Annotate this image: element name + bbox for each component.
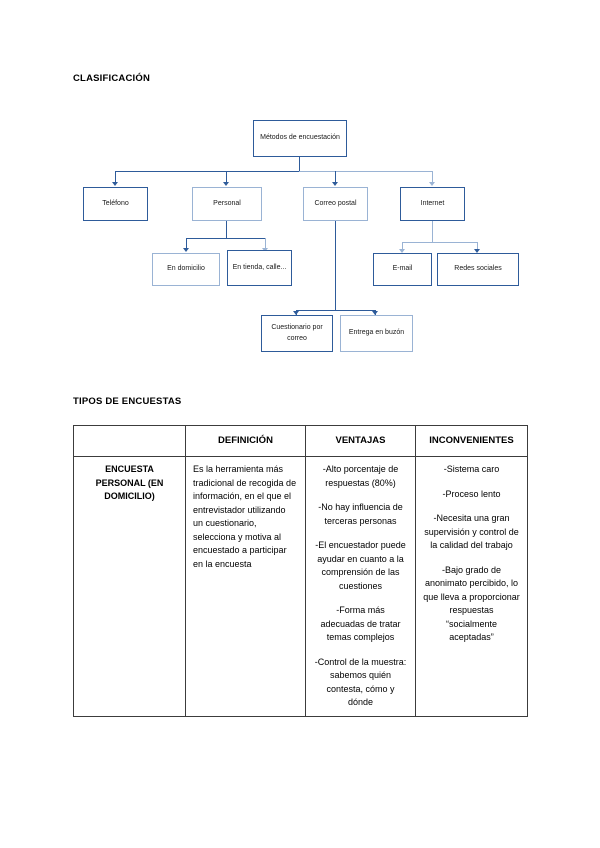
flow-node-en-tienda: En tienda, calle... bbox=[227, 250, 292, 286]
flow-node-en-domicilio: En domicilio bbox=[152, 253, 220, 286]
flow-node-internet: Internet bbox=[400, 187, 465, 221]
table-header-blank bbox=[73, 425, 186, 457]
arrow-email-icon bbox=[399, 249, 405, 253]
cell-definicion: Es la herramienta más tradicional de rec… bbox=[185, 456, 306, 717]
connector-personal-bus bbox=[186, 238, 266, 240]
connector-drop-telefono bbox=[115, 171, 117, 183]
connector-bus-left bbox=[115, 171, 300, 173]
flow-node-personal-label: Personal bbox=[213, 199, 241, 207]
arrow-correo-icon bbox=[332, 182, 338, 186]
flow-node-internet-label: Internet bbox=[420, 199, 445, 207]
table-header-definicion: DEFINICIÓN bbox=[185, 425, 306, 457]
connector-drop-correo bbox=[335, 171, 337, 183]
flow-node-root: Métodos de encuestación bbox=[253, 120, 347, 157]
flow-node-en-domicilio-label: En domicilio bbox=[167, 265, 205, 273]
flow-node-entrega-en-buzon-label: Entrega en buzón bbox=[348, 329, 405, 337]
survey-methods-flowchart: Métodos de encuestación Teléfono Persona… bbox=[0, 0, 600, 380]
connector-internet-stem bbox=[432, 221, 434, 243]
flow-node-correo-postal: Correo postal bbox=[303, 187, 368, 221]
tipos-de-encuestas-table: DEFINICIÓN VENTAJAS INCONVENIENTES ENCUE… bbox=[73, 425, 528, 717]
flow-node-redes-sociales: Redes sociales bbox=[437, 253, 519, 286]
flow-node-personal: Personal bbox=[192, 187, 262, 221]
flow-node-cuestionario-por-correo: Cuestionario por correo bbox=[261, 315, 333, 352]
connector-drop-internet bbox=[432, 171, 434, 183]
table-header-row: DEFINICIÓN VENTAJAS INCONVENIENTES bbox=[73, 425, 528, 457]
table-header-inconvenientes: INCONVENIENTES bbox=[415, 425, 528, 457]
connector-drop-personal bbox=[226, 171, 228, 183]
inconveniente-item: -Sistema caro bbox=[443, 464, 500, 474]
arrow-cuestionario-icon bbox=[293, 311, 299, 315]
arrow-domicilio-icon bbox=[183, 248, 189, 252]
connector-drop-email bbox=[402, 242, 404, 250]
cell-ventajas: -Alto porcentaje de respuestas (80%) -No… bbox=[305, 456, 416, 717]
inconveniente-item: -Proceso lento bbox=[442, 488, 501, 499]
flow-node-entrega-en-buzon: Entrega en buzón bbox=[340, 315, 413, 352]
inconveniente-item: -Bajo grado de anonimato percibido, lo q… bbox=[423, 564, 520, 643]
connector-root-stem bbox=[299, 157, 301, 172]
connector-correo-bus bbox=[296, 310, 376, 312]
table-row: ENCUESTA PERSONAL (EN DOMICILIO) Es la h… bbox=[73, 456, 528, 717]
ventaja-item: -Forma más adecuadas de tratar temas com… bbox=[320, 605, 401, 642]
cell-inconvenientes: -Sistema caro -Proceso lento -Necesita u… bbox=[415, 456, 528, 717]
row-label-encuesta-personal: ENCUESTA PERSONAL (EN DOMICILIO) bbox=[73, 456, 186, 717]
connector-bus-right bbox=[299, 171, 433, 173]
arrow-redes-icon bbox=[474, 249, 480, 253]
connector-internet-bus bbox=[402, 242, 478, 244]
flow-node-root-label: Métodos de encuestación bbox=[260, 134, 340, 142]
connector-personal-stem bbox=[226, 221, 228, 239]
connector-drop-domicilio bbox=[186, 238, 188, 249]
arrow-internet-icon bbox=[429, 182, 435, 186]
flow-node-en-tienda-label: En tienda, calle... bbox=[232, 263, 287, 271]
flow-node-telefono: Teléfono bbox=[83, 187, 148, 221]
arrow-telefono-icon bbox=[112, 182, 118, 186]
flow-node-correo-postal-label: Correo postal bbox=[314, 199, 357, 207]
table-header-ventajas: VENTAJAS bbox=[305, 425, 416, 457]
connector-drop-tienda bbox=[265, 238, 267, 249]
flow-node-email-label: E-mail bbox=[392, 265, 413, 273]
arrow-personal-icon bbox=[223, 182, 229, 186]
flow-node-redes-sociales-label: Redes sociales bbox=[454, 265, 502, 273]
flow-node-cuestionario-por-correo-label: Cuestionario por correo bbox=[271, 324, 323, 342]
definicion-paragraph: Es la herramienta más tradicional de rec… bbox=[193, 464, 297, 569]
section-heading-clasificacion: CLASIFICACIÓN bbox=[73, 73, 151, 84]
arrow-buzon-icon bbox=[372, 311, 378, 315]
inconveniente-item: -Necesita una gran supervisión y control… bbox=[424, 513, 519, 550]
flow-node-telefono-label: Teléfono bbox=[102, 199, 129, 207]
flow-node-email: E-mail bbox=[373, 253, 432, 286]
section-heading-tipos-de-encuestas: TIPOS DE ENCUESTAS bbox=[73, 396, 182, 407]
ventaja-item: -Control de la muestra: sabemos quién co… bbox=[314, 656, 407, 708]
connector-correo-stem bbox=[335, 221, 337, 311]
connector-drop-redes bbox=[477, 242, 479, 250]
ventaja-item: -Alto porcentaje de respuestas (80%) bbox=[322, 464, 399, 488]
ventaja-item: -No hay influencia de terceras personas bbox=[318, 502, 403, 526]
ventaja-item: -El encuestador puede ayudar en cuanto a… bbox=[315, 540, 406, 591]
